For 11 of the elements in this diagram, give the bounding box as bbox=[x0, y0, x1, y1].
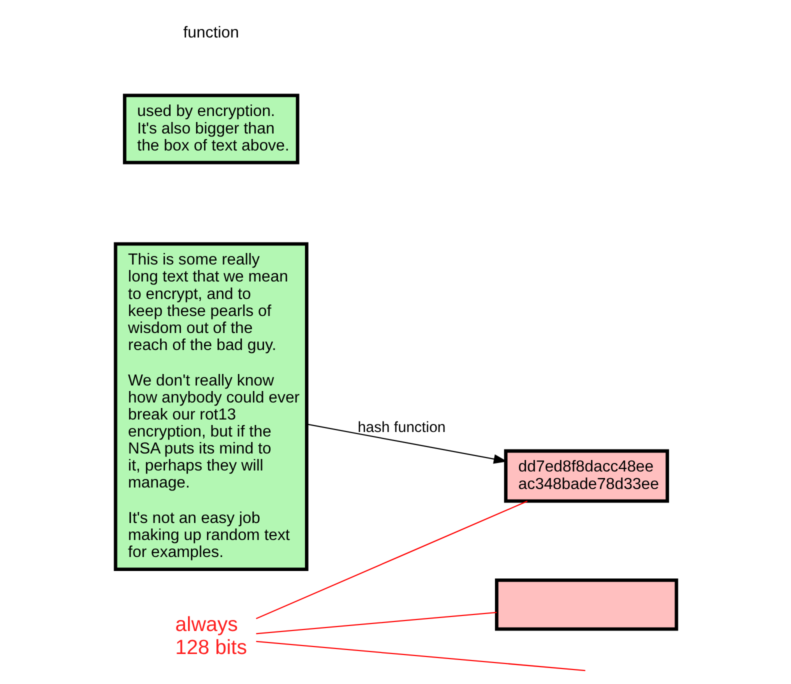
node-box bbox=[494, 578, 678, 631]
label: function bbox=[182, 24, 238, 42]
node-box: This is some really long text that we mean to encrypt, and to keep these pearls of wisdom out of the reach of the bad guy. We don't really know how anybody could ever break our rot13 encryption, but if the NSA puts its mind to it, perhaps they will manage. It's not an easy job making up random text for examples. bbox=[113, 242, 308, 572]
arrow bbox=[306, 424, 507, 464]
connector bbox=[256, 612, 496, 634]
node-text: always 128 bits bbox=[174, 613, 246, 659]
node-box: used by encryption. It's also bigger than the box of text above. bbox=[122, 94, 299, 164]
edge-label: hash function bbox=[357, 420, 446, 436]
connector bbox=[256, 640, 585, 672]
connector bbox=[255, 500, 528, 620]
node-box: dd7ed8f8dacc48ee ac348bade78d33ee bbox=[504, 449, 669, 503]
